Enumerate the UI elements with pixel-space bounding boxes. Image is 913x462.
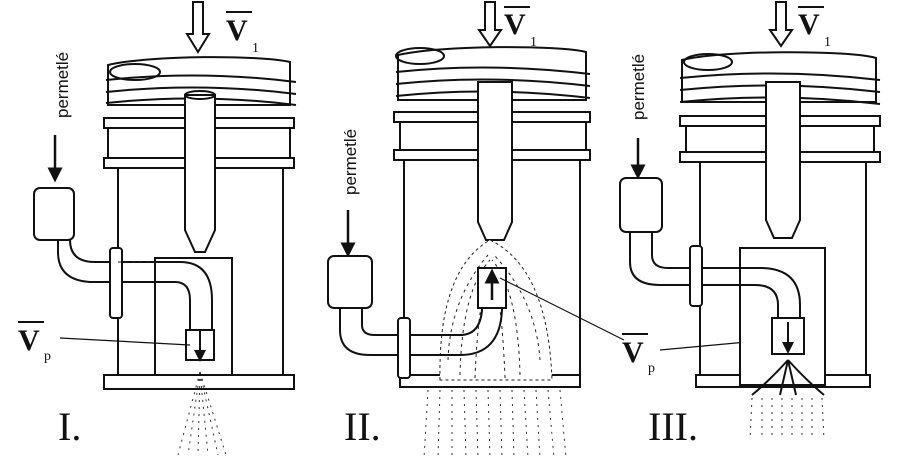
sprayer-body xyxy=(33,56,297,390)
nozzle-flow-subscript: p xyxy=(648,361,655,376)
top-flow-label: V xyxy=(798,8,820,41)
nozzle-flow-label: V xyxy=(18,324,40,357)
panel-numeral: I. xyxy=(58,404,81,449)
spray-pattern xyxy=(177,371,227,456)
sprayer-body xyxy=(327,46,591,388)
sprayer-body xyxy=(619,51,881,396)
panel-ii: V 1 permetlé xyxy=(327,1,791,459)
nozzle-flow-label: V xyxy=(622,336,644,369)
inlet-label: permetlé xyxy=(53,52,72,118)
top-flow-subscript: 1 xyxy=(824,35,831,50)
top-flow-arrow xyxy=(768,1,794,48)
inlet-label: permetlé xyxy=(341,129,360,195)
spray-pattern xyxy=(749,397,825,441)
panel-i: V 1 permetlé xyxy=(18,1,297,456)
panel-iii: V 1 permetlé xyxy=(619,1,881,449)
panel-numeral: III. xyxy=(648,404,698,449)
top-flow-arrow xyxy=(477,1,503,48)
top-flow-subscript: 1 xyxy=(530,35,537,50)
top-flow-arrow xyxy=(185,1,211,54)
spray-pattern xyxy=(423,389,567,459)
nozzle-flow-subscript: p xyxy=(44,349,51,364)
inlet-label: permetlé xyxy=(629,54,648,120)
top-flow-label: V xyxy=(226,14,248,47)
panel-numeral: II. xyxy=(344,404,381,449)
top-flow-subscript: 1 xyxy=(252,41,259,56)
top-flow-label: V xyxy=(504,8,526,41)
